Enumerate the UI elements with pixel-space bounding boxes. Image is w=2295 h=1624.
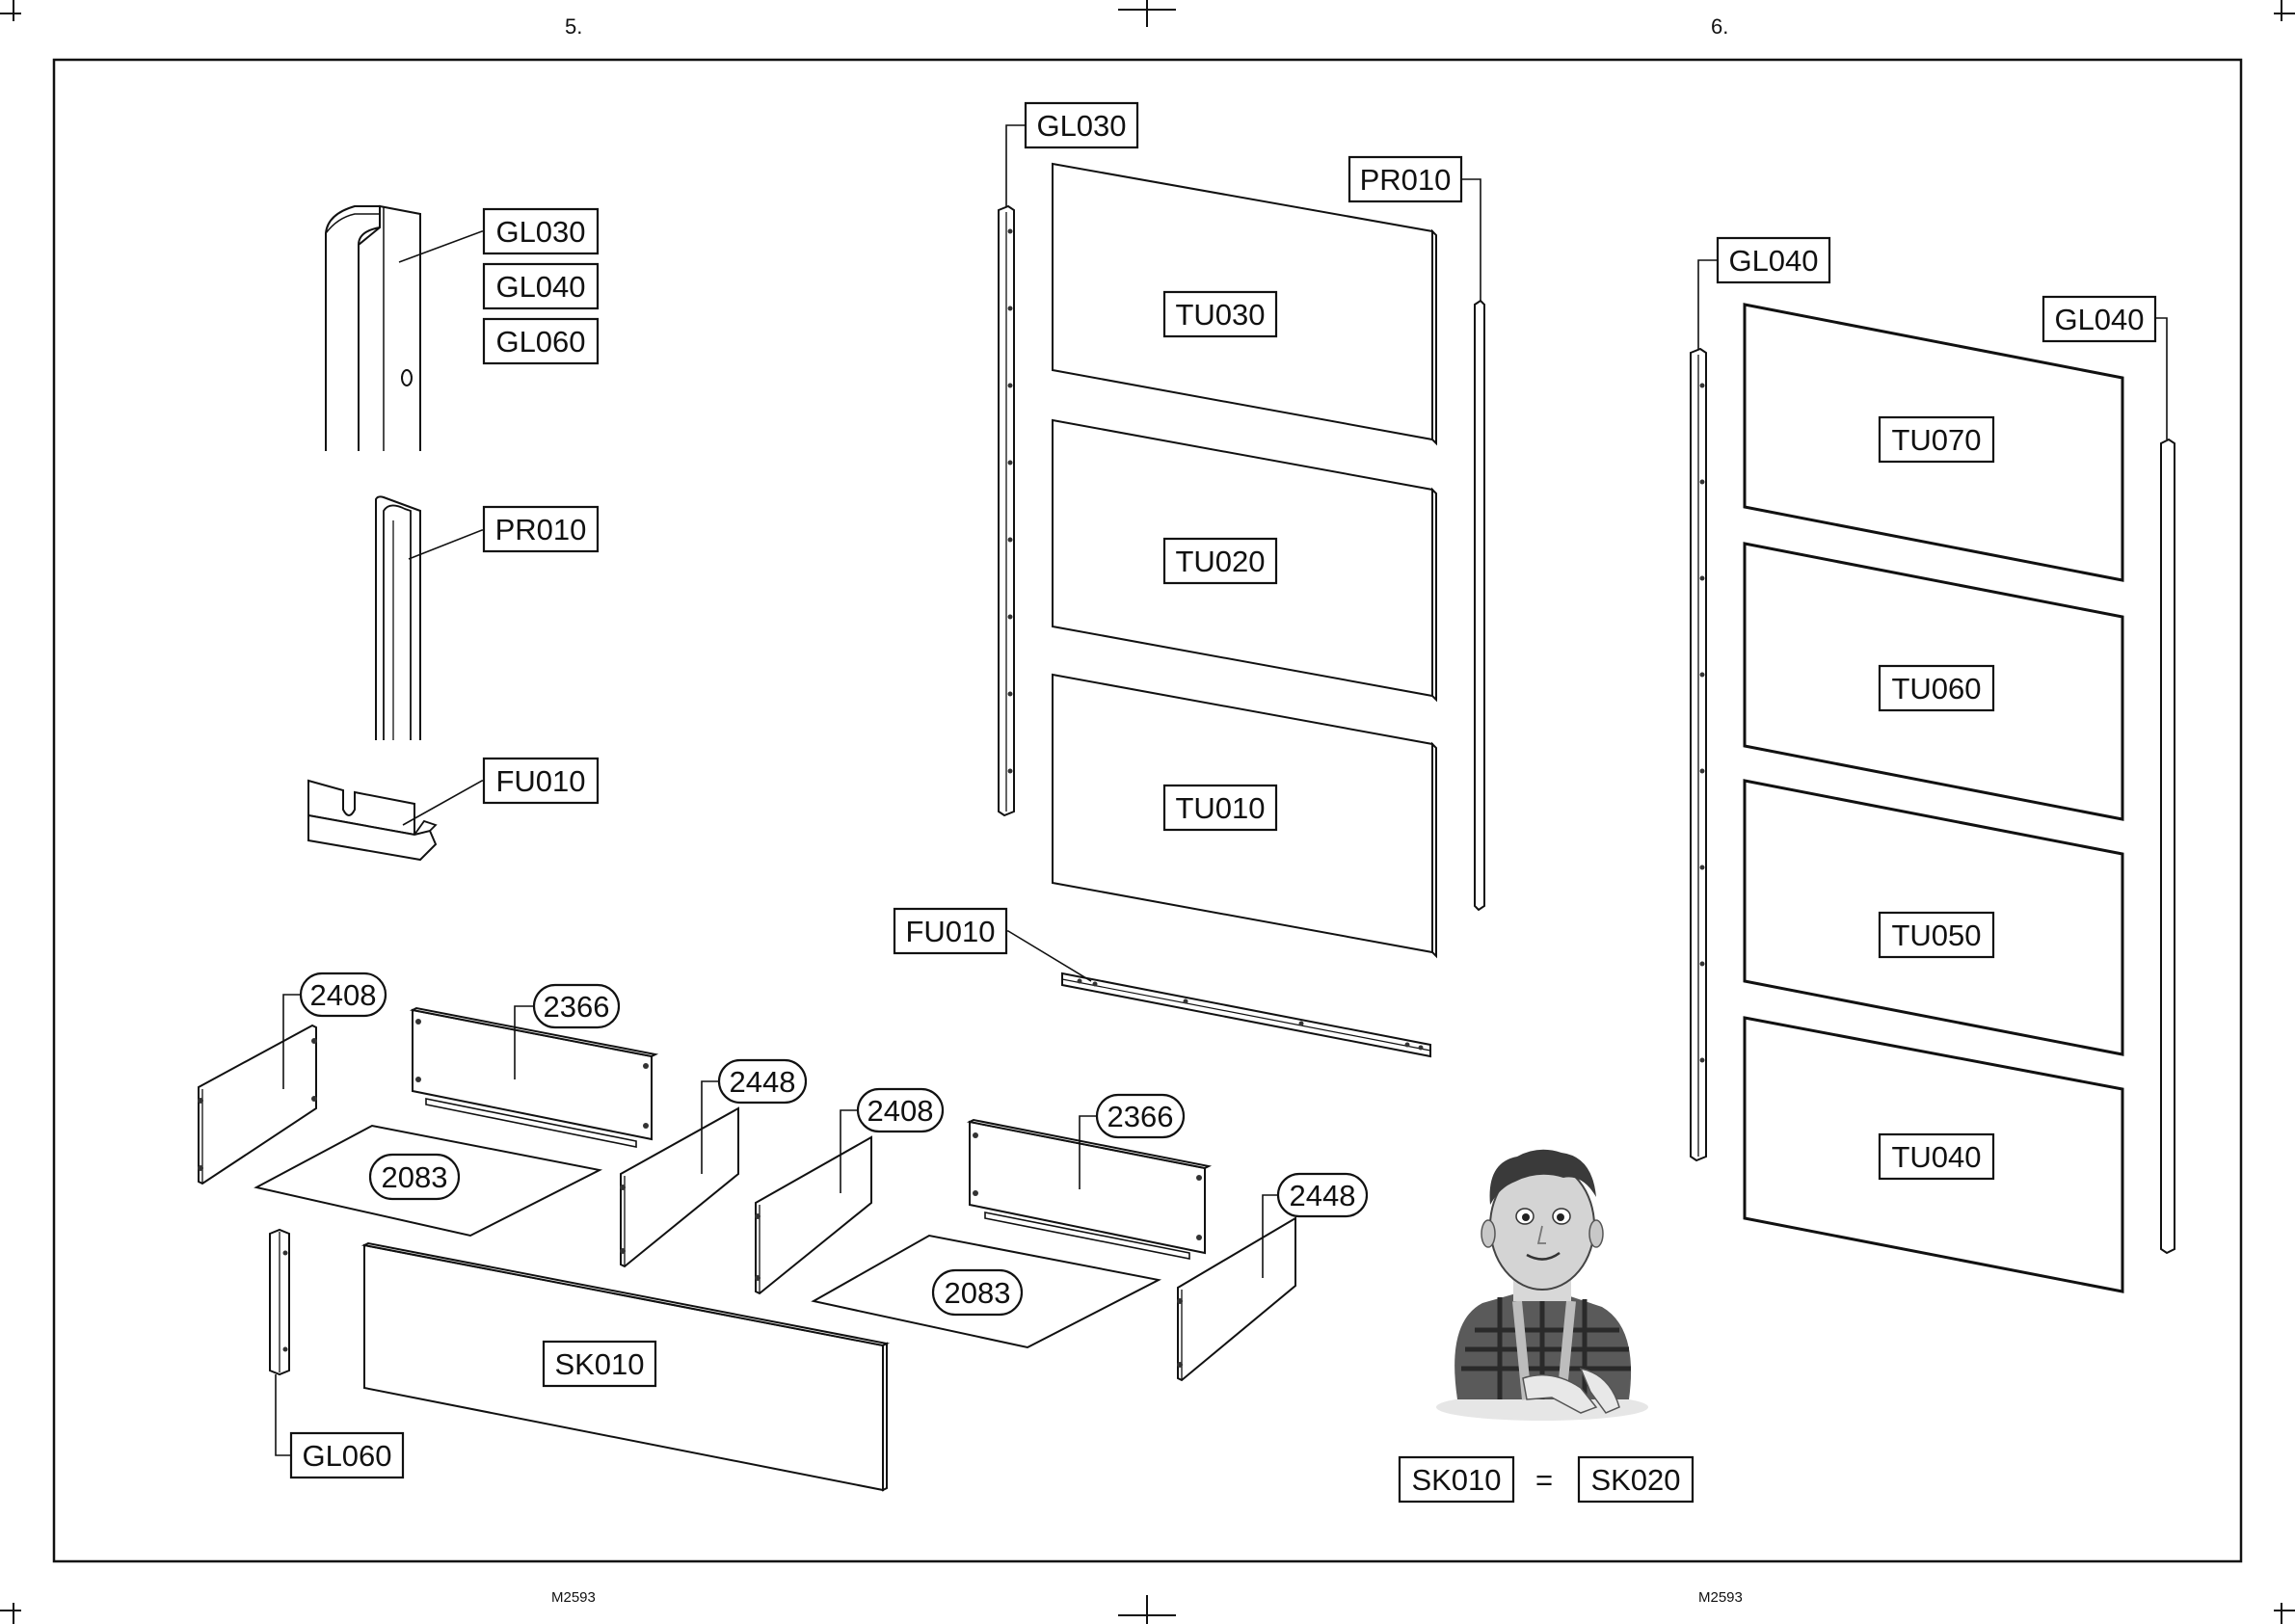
step5-rail-gl030 <box>999 206 1014 815</box>
step6-label-gl040-right: GL040 <box>2043 297 2155 341</box>
drawer-b-label-2366: 2366 <box>1097 1095 1184 1137</box>
svg-text:2083: 2083 <box>945 1276 1011 1310</box>
step5-label-fu010: FU010 <box>894 909 1006 953</box>
svg-text:TU020: TU020 <box>1175 545 1265 578</box>
step5-panel-tu010: TU010 <box>1053 675 1436 956</box>
step5-rail-fu010 <box>1062 973 1430 1056</box>
step6-label-gl040-left: GL040 <box>1718 238 1829 282</box>
svg-text:SK010: SK010 <box>554 1347 644 1381</box>
drawer-b-side-2408 <box>755 1137 871 1293</box>
svg-text:PR010: PR010 <box>1360 163 1452 197</box>
step5-panel-tu030: TU030 <box>1053 164 1436 443</box>
svg-text:2366: 2366 <box>544 990 610 1024</box>
footer-code-right: M2593 <box>1698 1589 1743 1606</box>
svg-text:FU010: FU010 <box>905 915 995 948</box>
svg-text:FU010: FU010 <box>495 764 585 798</box>
drawer-a-label-2448: 2448 <box>719 1060 806 1103</box>
svg-text:GL040: GL040 <box>1728 244 1818 278</box>
svg-text:SK020: SK020 <box>1590 1463 1680 1497</box>
detail-label-fu010: FU010 <box>484 759 598 803</box>
page-number-left: 5. <box>565 14 582 39</box>
svg-text:2366: 2366 <box>1107 1100 1174 1133</box>
detail-label-gl030: GL030 <box>484 209 598 253</box>
svg-text:SK010: SK010 <box>1411 1463 1501 1497</box>
drawer-a-bottom-2083: 2083 <box>256 1126 600 1236</box>
step6-rail-gl040-left <box>1691 349 1706 1160</box>
svg-text:2448: 2448 <box>1290 1179 1356 1212</box>
drawer-a-label-2366: 2366 <box>534 985 619 1027</box>
step6-panel-tu070: TU070 <box>1745 305 2122 580</box>
drawer-label-gl060: GL060 <box>291 1433 403 1478</box>
detail-label-gl040: GL040 <box>484 264 598 308</box>
svg-text:2448: 2448 <box>730 1065 796 1099</box>
svg-text:GL040: GL040 <box>2054 303 2144 336</box>
svg-text:TU070: TU070 <box>1891 423 1981 457</box>
drawer-b-label-2408: 2408 <box>858 1089 943 1131</box>
svg-text:2408: 2408 <box>310 978 377 1012</box>
step5-panel-tu020: TU020 <box>1053 420 1436 700</box>
equation-sk010-equals-sk020: SK010 = SK020 <box>1400 1457 1693 1502</box>
footer-code-left: M2593 <box>551 1589 596 1606</box>
detail-profile-pr010 <box>376 496 420 740</box>
drawer-front-sk010: SK010 <box>364 1243 887 1490</box>
step5-label-pr010: PR010 <box>1349 157 1461 201</box>
drawer-rail-gl060 <box>270 1230 289 1374</box>
step6-rail-gl040-right <box>2161 439 2175 1253</box>
svg-text:GL030: GL030 <box>1036 109 1126 143</box>
step5-label-gl030: GL030 <box>1026 103 1137 147</box>
page-number-right: 6. <box>1711 14 1728 39</box>
step6-panel-tu060: TU060 <box>1745 544 2122 819</box>
drawer-a-side-2408 <box>198 1025 317 1184</box>
svg-text:2083: 2083 <box>382 1160 448 1194</box>
step5-rail-pr010 <box>1475 301 1484 910</box>
mascot-illustration <box>1436 1150 1648 1421</box>
detail-profile-fu010 <box>308 781 436 860</box>
detail-label-pr010: PR010 <box>484 507 598 551</box>
drawer-b-label-2448: 2448 <box>1278 1174 1367 1216</box>
svg-text:GL060: GL060 <box>495 325 585 359</box>
step6-panel-tu050: TU050 <box>1745 781 2122 1054</box>
drawer-a-back-2366 <box>413 1008 655 1147</box>
svg-text:TU010: TU010 <box>1175 791 1265 825</box>
svg-text:2408: 2408 <box>867 1094 934 1128</box>
svg-text:TU030: TU030 <box>1175 298 1265 332</box>
drawer-b-bottom-2083: 2083 <box>814 1236 1159 1347</box>
step6-panel-tu040: TU040 <box>1745 1018 2122 1291</box>
svg-text:GL040: GL040 <box>495 270 585 304</box>
svg-text:TU050: TU050 <box>1891 918 1981 952</box>
detail-profile-gl <box>326 206 420 451</box>
detail-label-gl060: GL060 <box>484 319 598 363</box>
svg-text:GL060: GL060 <box>302 1439 391 1473</box>
svg-text:PR010: PR010 <box>495 513 587 546</box>
drawer-b-back-2366 <box>970 1120 1209 1259</box>
svg-text:TU060: TU060 <box>1891 672 1981 706</box>
svg-text:GL030: GL030 <box>495 215 585 249</box>
svg-text:TU040: TU040 <box>1891 1140 1981 1174</box>
svg-text:=: = <box>1535 1463 1553 1497</box>
drawer-a-label-2408: 2408 <box>301 973 386 1016</box>
